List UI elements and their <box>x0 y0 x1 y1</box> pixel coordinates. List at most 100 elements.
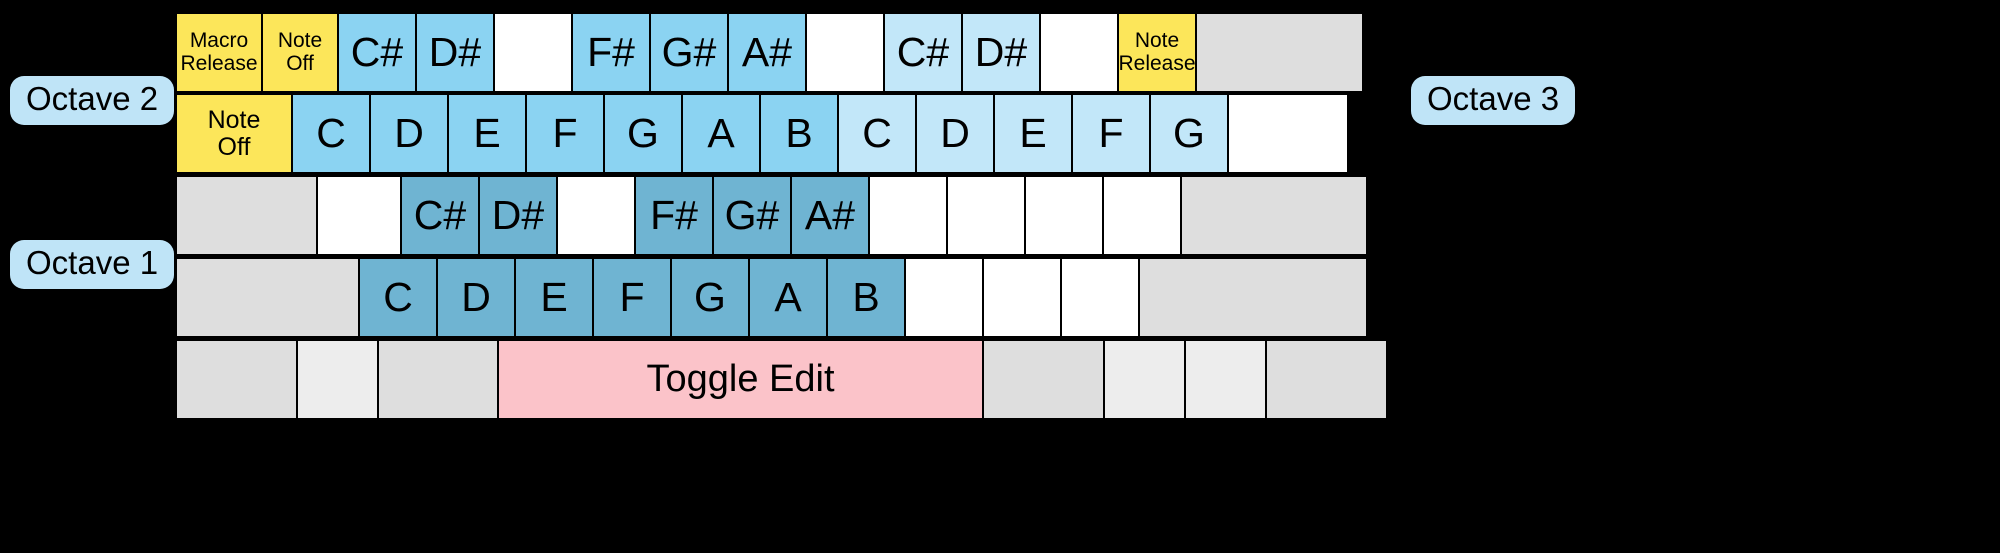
key-g-sharp[interactable]: G# <box>649 12 729 93</box>
key-label: G# <box>661 28 717 75</box>
key-label: D <box>461 273 491 320</box>
key-blank <box>982 339 1105 420</box>
key-c-sharp[interactable]: C# <box>883 12 963 93</box>
key-e[interactable]: E <box>993 93 1073 174</box>
key-label: F <box>1098 109 1124 156</box>
key-b[interactable]: B <box>826 257 906 338</box>
key-c-sharp[interactable]: C# <box>400 175 480 256</box>
key-c[interactable]: C <box>291 93 371 174</box>
key-label-line: Note <box>277 29 323 53</box>
key-label: G <box>694 273 726 320</box>
key-label: E <box>473 109 501 156</box>
key-d[interactable]: D <box>369 93 449 174</box>
key-label-line: Note <box>207 106 261 134</box>
key-g[interactable]: G <box>670 257 750 338</box>
key-blank <box>175 339 298 420</box>
key-blank <box>1103 339 1186 420</box>
key-label: B <box>852 273 880 320</box>
key-blank <box>1060 257 1140 338</box>
key-f[interactable]: F <box>525 93 605 174</box>
key-g-sharp[interactable]: G# <box>712 175 792 256</box>
key-d[interactable]: D <box>436 257 516 338</box>
key-label: C# <box>896 28 950 75</box>
key-b[interactable]: B <box>759 93 839 174</box>
key-blank <box>1227 93 1349 174</box>
key-label: C# <box>413 191 467 238</box>
key-blank <box>1138 257 1368 338</box>
key-g[interactable]: G <box>603 93 683 174</box>
key-label: C <box>316 109 346 156</box>
keyboard-row-space: Toggle Edit <box>175 339 1388 420</box>
key-d-sharp[interactable]: D# <box>478 175 558 256</box>
key-label: A <box>707 109 735 156</box>
key-c[interactable]: C <box>358 257 438 338</box>
key-label: A# <box>804 191 856 238</box>
key-label: F# <box>650 191 698 238</box>
octave-2-label: Octave 2 <box>10 76 175 125</box>
key-blank <box>316 175 402 256</box>
key-label: F <box>619 273 645 320</box>
key-label-line: Release <box>1118 51 1196 75</box>
key-e[interactable]: E <box>447 93 527 174</box>
key-label-line: Off <box>286 51 314 75</box>
key-label-line: Macro <box>189 29 249 53</box>
octave-1-label: Octave 1 <box>10 240 175 289</box>
key-blank <box>1180 175 1368 256</box>
key-label-line: Note <box>1134 29 1180 53</box>
key-blank <box>1024 175 1104 256</box>
key-label: D# <box>974 28 1028 75</box>
key-label-line: Off <box>217 132 251 161</box>
key-label: B <box>785 109 813 156</box>
key-c-sharp[interactable]: C# <box>337 12 417 93</box>
octave-3-label: Octave 3 <box>1411 76 1576 125</box>
key-blank <box>1265 339 1388 420</box>
key-label: D <box>940 109 970 156</box>
key-blank <box>982 257 1062 338</box>
key-a-sharp[interactable]: A# <box>727 12 807 93</box>
key-label: E <box>540 273 568 320</box>
key-a[interactable]: A <box>681 93 761 174</box>
key-blank <box>868 175 948 256</box>
key-label: D# <box>428 28 482 75</box>
key-label: C# <box>350 28 404 75</box>
key-d-sharp[interactable]: D# <box>415 12 495 93</box>
key-f[interactable]: F <box>1071 93 1151 174</box>
key-blank <box>805 12 885 93</box>
key-f-sharp[interactable]: F# <box>571 12 651 93</box>
key-a-sharp[interactable]: A# <box>790 175 870 256</box>
key-blank <box>175 175 318 256</box>
key-label: G <box>1173 109 1205 156</box>
key-d-sharp[interactable]: D# <box>961 12 1041 93</box>
key-label: C <box>383 273 413 320</box>
key-blank <box>175 257 360 338</box>
key-label: C <box>862 109 892 156</box>
key-blank <box>1195 12 1364 93</box>
key-label: A# <box>741 28 793 75</box>
key-f-sharp[interactable]: F# <box>634 175 714 256</box>
key-label: Toggle Edit <box>646 358 835 401</box>
key-label-line: Release <box>180 51 258 75</box>
key-label: D# <box>491 191 545 238</box>
key-a[interactable]: A <box>748 257 828 338</box>
key-c[interactable]: C <box>837 93 917 174</box>
key-e[interactable]: E <box>514 257 594 338</box>
key-label: D <box>394 109 424 156</box>
key-label: E <box>1019 109 1047 156</box>
key-blank <box>946 175 1026 256</box>
key-g[interactable]: G <box>1149 93 1229 174</box>
key-blank <box>377 339 499 420</box>
key-label: F <box>552 109 578 156</box>
key-label: F# <box>587 28 635 75</box>
key-f[interactable]: F <box>592 257 672 338</box>
key-toggle-edit[interactable]: Toggle Edit <box>497 339 984 420</box>
key-d[interactable]: D <box>915 93 995 174</box>
